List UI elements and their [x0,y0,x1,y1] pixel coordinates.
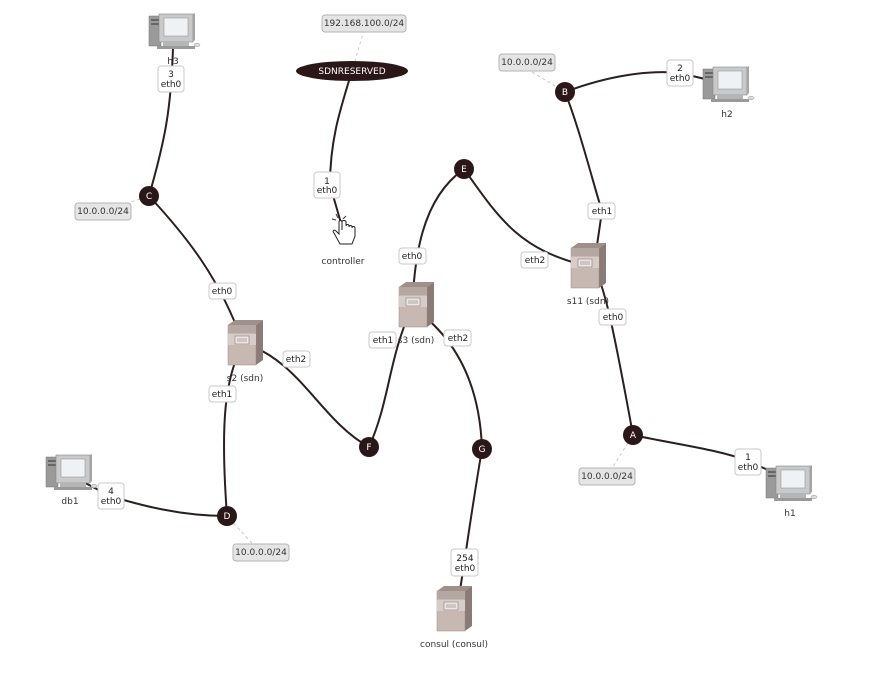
host-h2-label: h2 [721,110,732,120]
router-e-label: E [461,165,467,175]
subnet-top: 192.168.100.0/24 [321,14,407,33]
iface-consul: 254 eth0 [450,548,479,577]
iface-s11-eth1-label: eth1 [592,207,613,217]
switch-s3[interactable]: s3 (sdn) [398,281,435,346]
switch-consul[interactable]: consul (consul) [420,585,488,650]
iface-consul-num: 254 [456,554,473,564]
controller-hand-icon [331,213,356,245]
router-c-label: C [146,192,152,202]
iface-h3-name: eth0 [161,80,182,90]
router-d[interactable]: D [217,506,237,526]
switch-s11[interactable]: s11 (sdn) [567,242,609,307]
router-a[interactable]: A [623,425,643,445]
iface-h2-name: eth0 [670,74,691,84]
router-g[interactable]: G [472,439,492,459]
iface-s3-eth0: eth0 [398,247,427,265]
iface-s3-eth0-label: eth0 [402,252,423,262]
iface-s11-eth2-label: eth2 [525,256,546,266]
sdn-reserved-network[interactable]: SDNRESERVED [296,61,408,81]
host-h2[interactable]: h2 [702,65,755,120]
router-f[interactable]: F [359,437,379,457]
switch-server-icon [570,242,607,289]
switch-s11-label: s11 (sdn) [567,297,609,307]
host-computer-icon [148,12,201,50]
iface-h3: 3 eth0 [157,65,185,93]
iface-consul-name: eth0 [455,564,476,574]
iface-s2-eth2-label: eth2 [286,355,307,365]
subnet-b: 10.0.0.0/24 [498,53,556,72]
iface-s11-eth1: eth1 [587,202,616,220]
iface-h1-num: 1 [745,453,751,463]
host-computer-icon [702,65,755,103]
host-h1-label: h1 [784,509,795,519]
router-b[interactable]: B [555,82,575,102]
switch-s2[interactable]: s2 (sdn) [227,319,264,384]
router-e[interactable]: E [454,159,474,179]
subnet-a: 10.0.0.0/24 [578,467,636,486]
iface-s3-eth1: eth1 [368,331,397,349]
subnet-top-label: 192.168.100.0/24 [324,19,405,29]
iface-s11-eth2: eth2 [520,251,549,269]
controller-node[interactable]: controller [322,213,365,267]
iface-controller-name: eth0 [317,186,338,196]
iface-s3-eth2: eth2 [443,329,472,347]
host-db1[interactable]: db1 [45,453,98,507]
iface-db1: 4 eth0 [97,482,125,510]
switch-s2-label: s2 (sdn) [227,374,263,384]
host-h1[interactable]: h1 [765,464,818,519]
router-d-label: D [224,512,231,522]
iface-s2-eth0-label: eth0 [212,287,233,297]
iface-db1-name: eth0 [101,497,122,507]
host-h3[interactable]: h3 [148,12,201,67]
iface-controller-num: 1 [324,177,330,187]
iface-s2-eth0: eth0 [208,282,237,300]
subnet-connectors [102,29,634,553]
iface-db1-num: 4 [108,487,114,497]
subnet-a-label: 10.0.0.0/24 [581,472,633,482]
host-computer-icon [765,464,818,502]
host-db1-label: db1 [61,497,78,507]
switch-s3-label: s3 (sdn) [398,336,434,346]
iface-s2-eth1-label: eth1 [212,390,233,400]
switch-server-icon [398,281,435,328]
iface-h1: 1 eth0 [734,448,762,476]
switch-server-icon [436,585,473,632]
subnet-d: 10.0.0.0/24 [232,543,290,562]
router-b-label: B [562,88,568,98]
iface-s2-eth1: eth1 [208,385,237,403]
subnet-c-label: 10.0.0.0/24 [77,207,129,217]
subnet-c: 10.0.0.0/24 [74,202,132,221]
router-f-label: F [366,443,371,453]
sdn-reserved-label: SDNRESERVED [318,67,385,77]
switch-server-icon [227,319,264,366]
iface-s2-eth2: eth2 [282,350,311,368]
subnet-d-label: 10.0.0.0/24 [235,548,287,558]
iface-h2-num: 2 [677,64,683,74]
iface-h2: 2 eth0 [666,59,694,87]
iface-controller: 1 eth0 [313,171,341,199]
iface-s3-eth2-label: eth2 [448,334,469,344]
iface-s11-eth0: eth0 [598,308,627,326]
router-g-label: G [479,445,486,455]
host-h3-label: h3 [167,57,178,67]
switch-consul-label: consul (consul) [420,640,488,650]
controller-label: controller [322,257,365,267]
iface-h3-num: 3 [168,70,174,80]
iface-h1-name: eth0 [738,463,759,473]
iface-s11-eth0-label: eth0 [603,313,624,323]
subnet-b-label: 10.0.0.0/24 [501,58,553,68]
iface-s3-eth1-label: eth1 [373,336,394,346]
router-c[interactable]: C [139,186,159,206]
router-a-label: A [630,431,637,441]
